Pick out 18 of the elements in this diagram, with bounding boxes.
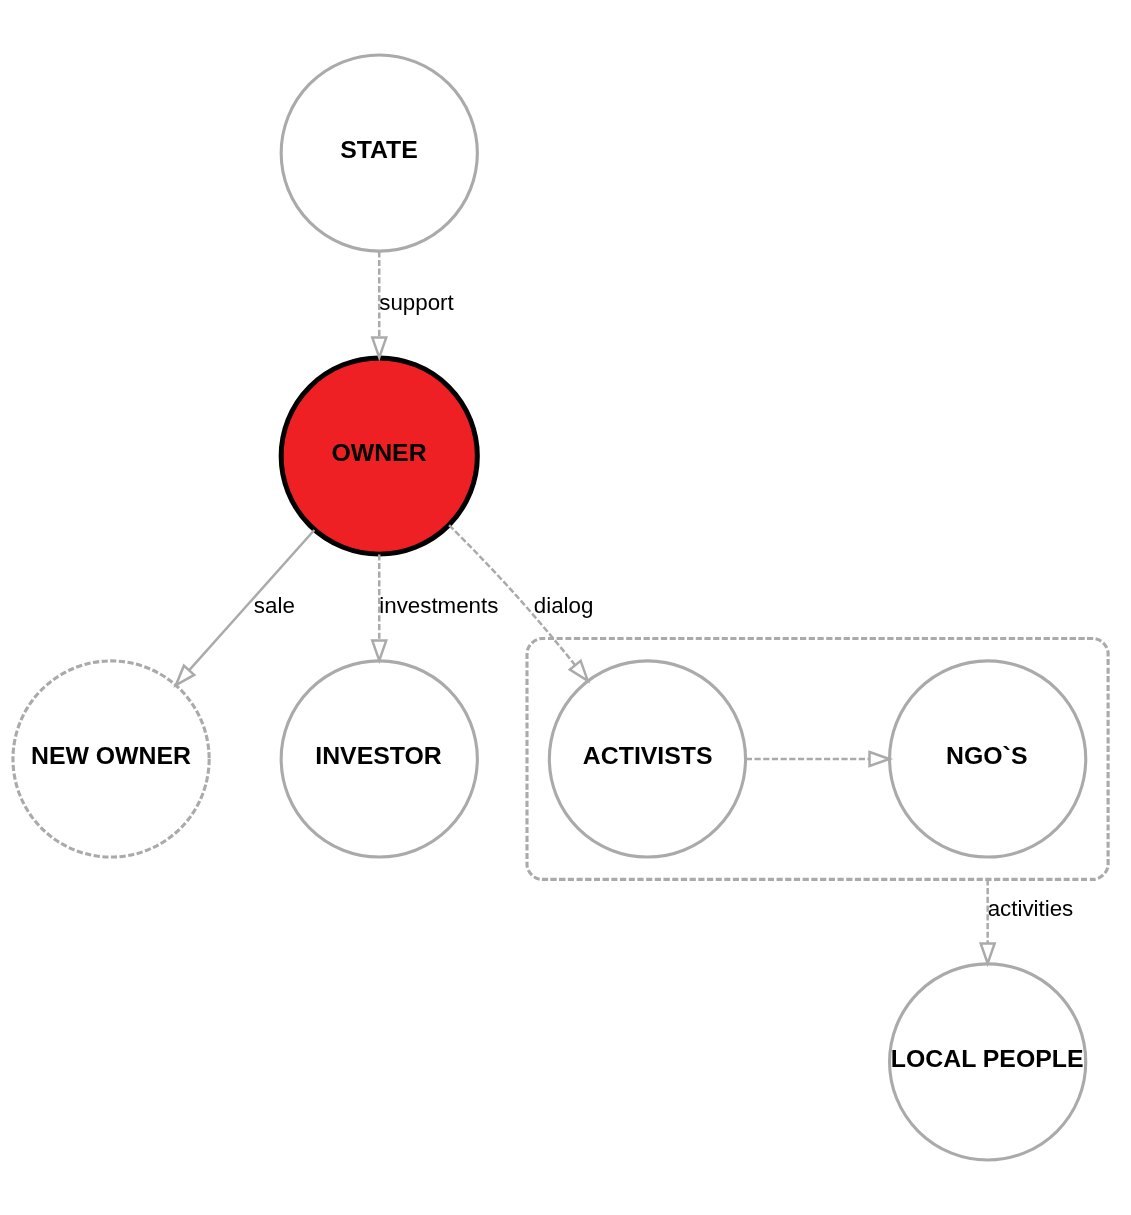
node-circle: NGO`S: [888, 659, 1088, 859]
arrow: [978, 879, 997, 968]
node-circle: LOCAL PEOPLE: [888, 962, 1088, 1162]
arrow: [173, 529, 316, 688]
arrow: [448, 524, 591, 684]
arrow: [370, 554, 388, 665]
edge-label: sale: [253, 592, 295, 618]
node-circle: INVESTOR: [279, 659, 479, 859]
node-circle: OWNER: [278, 355, 480, 557]
cluster: [525, 637, 1110, 881]
node-circle: NEW OWNER: [11, 659, 211, 859]
edge-label: investments: [379, 592, 499, 618]
arrow: [370, 251, 388, 362]
node-circle: STATE: [279, 53, 479, 253]
edge-label: dialog: [533, 592, 594, 618]
arrow: [745, 750, 894, 768]
edge-label: support: [379, 290, 454, 315]
edge-label: activities: [987, 895, 1074, 921]
